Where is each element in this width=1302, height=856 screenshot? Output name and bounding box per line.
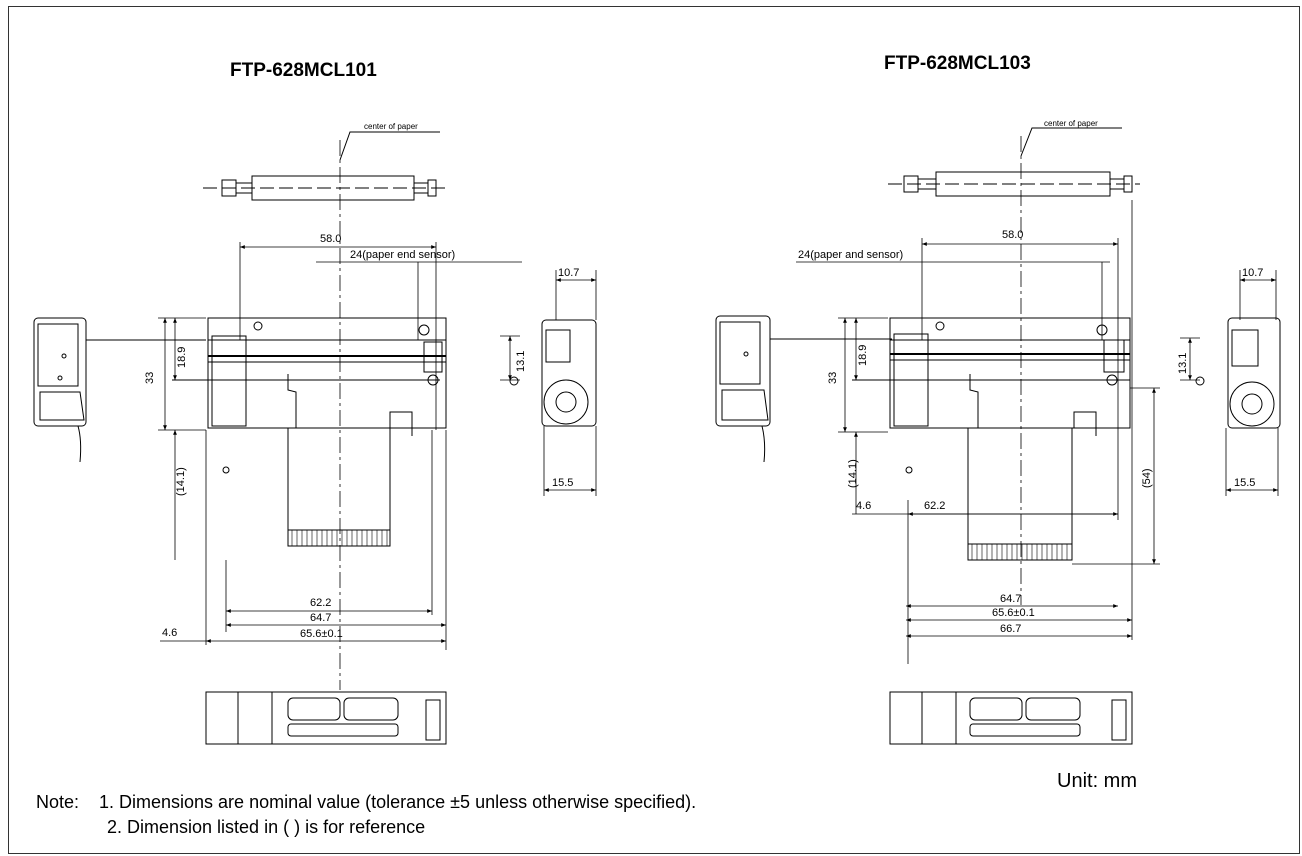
left-dim-14-1: (14.1) bbox=[175, 467, 187, 496]
note-line-1: 1. Dimensions are nominal value (toleran… bbox=[99, 792, 697, 812]
left-dimensions bbox=[158, 242, 597, 650]
left-dim-33: 33 bbox=[144, 372, 156, 384]
left-dim-62-2: 62.2 bbox=[310, 597, 331, 609]
note-line-2: 2. Dimension listed in ( ) is for refere… bbox=[107, 817, 426, 837]
right-dim-10-7: 10.7 bbox=[1242, 267, 1263, 279]
left-dim-15-5: 15.5 bbox=[552, 477, 573, 489]
right-dim-15-5: 15.5 bbox=[1234, 477, 1255, 489]
right-dim-62-2: 62.2 bbox=[924, 500, 945, 512]
unit-label: Unit: mm bbox=[1057, 770, 1137, 792]
left-side-view bbox=[33, 317, 206, 463]
left-bottom-view bbox=[205, 691, 447, 745]
right-dim-4-6: 4.6 bbox=[856, 500, 871, 512]
right-dim-64-7: 64.7 bbox=[1000, 593, 1021, 605]
right-dim-18-9: 18.9 bbox=[857, 345, 869, 366]
left-center-of-paper-label: center of paper bbox=[364, 122, 418, 131]
left-front-view bbox=[172, 317, 447, 547]
left-dim-4-6: 4.6 bbox=[162, 627, 177, 639]
left-dimension-texts: 58.0 24(paper end sensor) 10.7 18.9 33 1… bbox=[144, 233, 579, 640]
title-right: FTP-628MCL103 bbox=[884, 53, 1031, 74]
left-dim-13-1: 13.1 bbox=[515, 351, 527, 372]
title-left: FTP-628MCL101 bbox=[230, 60, 377, 81]
right-dim-13-1: 13.1 bbox=[1177, 353, 1189, 374]
drawing-frame bbox=[8, 6, 1300, 854]
left-dim-10-7: 10.7 bbox=[558, 267, 579, 279]
left-drawing: center of paper bbox=[33, 122, 597, 745]
left-dim-sensor: 24(paper end sensor) bbox=[350, 249, 455, 261]
right-dim-54: (54) bbox=[1141, 468, 1153, 488]
right-dim-66-7: 66.7 bbox=[1000, 623, 1021, 635]
left-right-side-view bbox=[509, 319, 597, 427]
left-dim-18-9: 18.9 bbox=[176, 347, 188, 368]
right-roller-view: center of paper bbox=[888, 119, 1140, 605]
right-side-view-b bbox=[1195, 317, 1281, 429]
left-dim-64-7: 64.7 bbox=[310, 612, 331, 624]
right-side-view-a bbox=[715, 315, 892, 463]
left-dim-65-6: 65.6±0.1 bbox=[300, 628, 343, 640]
left-dim-58: 58.0 bbox=[320, 233, 341, 245]
right-dim-58: 58.0 bbox=[1002, 229, 1023, 241]
right-dimension-texts: 58.0 24(paper and sensor) 10.7 18.9 33 1… bbox=[798, 229, 1263, 635]
right-bottom-view bbox=[889, 691, 1133, 745]
left-roller-view: center of paper bbox=[203, 122, 450, 690]
right-center-of-paper-label: center of paper bbox=[1044, 119, 1098, 128]
right-dim-sensor: 24(paper and sensor) bbox=[798, 249, 903, 261]
right-drawing: center of paper bbox=[715, 119, 1281, 745]
note-prefix: Note: bbox=[36, 792, 80, 812]
right-dim-14-1: (14.1) bbox=[847, 459, 859, 488]
right-dimensions bbox=[796, 200, 1279, 664]
right-front-view bbox=[852, 317, 1131, 561]
right-dim-65-6: 65.6±0.1 bbox=[992, 607, 1035, 619]
right-dim-33: 33 bbox=[827, 372, 839, 384]
